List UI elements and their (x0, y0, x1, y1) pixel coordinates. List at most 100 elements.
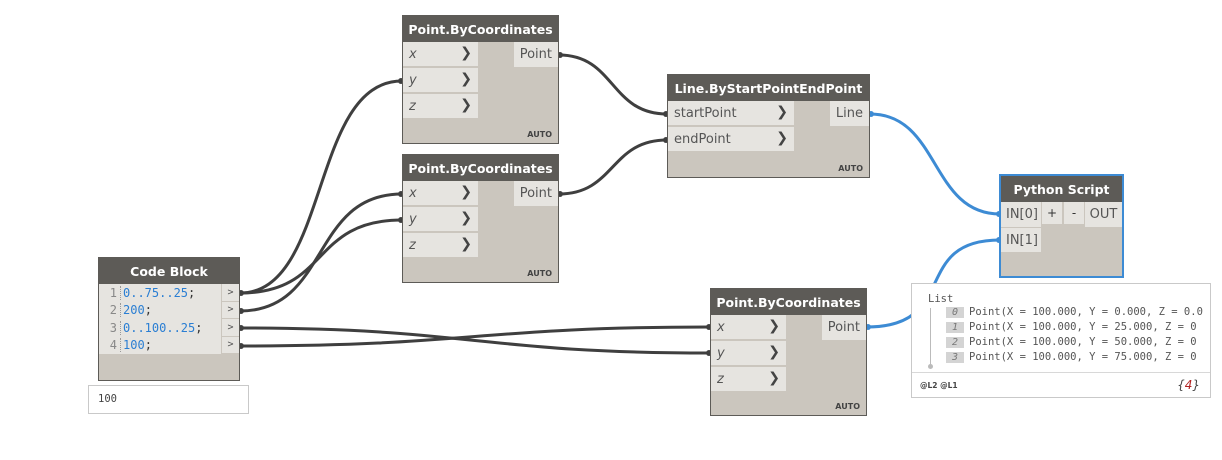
remove-input-button[interactable]: - (1064, 202, 1084, 224)
code-text: 100 (123, 338, 145, 353)
chevron-right-icon: ❯ (776, 130, 788, 146)
item-value: Point(X = 100.000, Y = 75.000, Z = 0 (969, 351, 1197, 363)
port-label: IN[1] (1006, 232, 1038, 248)
brace-close: } (1192, 378, 1200, 392)
chevron-right-icon: ❯ (460, 97, 472, 113)
item-count: {4} (1177, 378, 1200, 392)
input-port-y[interactable]: y❯ (711, 341, 786, 366)
chevron-right-icon: ❯ (460, 45, 472, 61)
chevron-right-icon: ❯ (460, 71, 472, 87)
node-title: Point.ByCoordinates (711, 289, 866, 315)
input-port-y[interactable]: y❯ (403, 207, 478, 232)
python-script-node[interactable]: Python Script IN[0] IN[1] + - OUT (999, 174, 1124, 278)
code-text: 0..75..25 (123, 285, 189, 300)
list-levels: @L2 @L1 (920, 380, 958, 390)
item-value: Point(X = 100.000, Y = 25.000, Z = 0 (969, 321, 1197, 333)
point-by-coordinates-node-top[interactable]: Point.ByCoordinates x❯ y❯ z❯ Point AUTO (402, 15, 559, 144)
brace-open: { (1177, 378, 1185, 392)
wire-code2-to-mid-x[interactable] (239, 192, 403, 313)
wire-code1-to-top-y[interactable] (239, 79, 403, 295)
list-title: List (928, 293, 954, 305)
node-title: Point.ByCoordinates (403, 16, 558, 42)
output-port-point[interactable]: Point (513, 181, 558, 206)
semicolon: ; (188, 285, 196, 300)
semicolon: ; (144, 338, 152, 353)
chevron-right-icon: ❯ (768, 344, 780, 360)
input-port-x[interactable]: x❯ (403, 42, 478, 67)
port-label: x (717, 319, 725, 335)
input-port-z[interactable]: z❯ (403, 94, 478, 119)
port-label: y (717, 345, 725, 361)
input-port-z[interactable]: z❯ (711, 367, 786, 392)
wire-code3-to-bottom-y[interactable] (239, 326, 711, 355)
port-label: y (409, 72, 417, 88)
port-label: z (409, 237, 416, 253)
wire-mid-point-to-endpoint[interactable] (558, 138, 668, 196)
chevron-right-icon: ❯ (768, 318, 780, 334)
port-label: endPoint (674, 131, 731, 147)
input-port-x[interactable]: x❯ (403, 181, 478, 206)
wire-line-to-python-in0[interactable] (869, 112, 1001, 216)
port-label: x (409, 185, 417, 201)
input-port-startpoint[interactable]: startPoint❯ (668, 101, 794, 126)
port-label: z (409, 98, 416, 114)
output-port-4[interactable]: > (221, 336, 239, 354)
input-port-in1[interactable]: IN[1] (1001, 228, 1041, 253)
chevron-right-icon: ❯ (460, 236, 472, 252)
item-index: 2 (946, 336, 964, 348)
output-port-point[interactable]: Point (821, 315, 866, 340)
output-port-point[interactable]: Point (513, 42, 558, 67)
node-title: Line.ByStartPointEndPoint (668, 75, 869, 101)
tree-end-dot (928, 364, 933, 369)
lacing-indicator: AUTO (527, 269, 552, 278)
code-text: 200 (123, 303, 145, 318)
lacing-indicator: AUTO (838, 164, 863, 173)
output-port-line[interactable]: Line (829, 101, 869, 126)
output-port-2[interactable]: > (221, 301, 239, 319)
port-label: IN[0] (1006, 207, 1038, 222)
wire-top-point-to-startpoint[interactable] (558, 53, 668, 116)
port-label: z (717, 371, 724, 387)
node-title: Point.ByCoordinates (403, 155, 558, 181)
output-port-out[interactable]: OUT (1085, 202, 1122, 227)
input-port-z[interactable]: z❯ (403, 233, 478, 258)
code-text: 0..100..25 (123, 320, 196, 335)
chevron-right-icon: ❯ (460, 210, 472, 226)
lacing-indicator: AUTO (835, 402, 860, 411)
input-port-in0[interactable]: IN[0] (1001, 202, 1041, 228)
chevron-right-icon: ❯ (768, 370, 780, 386)
item-value: Point(X = 100.000, Y = 50.000, Z = 0 (969, 336, 1197, 348)
semicolon: ; (195, 320, 203, 335)
semicolon: ; (144, 303, 152, 318)
output-port-3[interactable]: > (221, 319, 239, 337)
tree-line (930, 308, 931, 366)
item-index: 0 (946, 306, 964, 318)
line-number: 2 (99, 303, 121, 318)
input-port-x[interactable]: x❯ (711, 315, 786, 340)
output-port-1[interactable]: > (221, 284, 239, 302)
port-label: x (409, 46, 417, 62)
input-port-endpoint[interactable]: endPoint ❯ (668, 127, 794, 152)
node-title: Code Block (99, 258, 239, 284)
line-number: 3 (99, 320, 121, 335)
add-input-button[interactable]: + (1042, 202, 1062, 224)
wire-code4-to-bottom-x[interactable] (239, 325, 711, 348)
preview-footer: @L2 @L1 {4} (912, 372, 1210, 397)
point-by-coordinates-node-bottom[interactable]: Point.ByCoordinates x❯ y❯ z❯ Point AUTO (710, 288, 867, 416)
line-number: 1 (99, 285, 121, 300)
wire-code1-to-mid-y[interactable] (239, 218, 403, 295)
count-value: 4 (1184, 378, 1193, 392)
preview-value: 100 (98, 393, 117, 405)
chevron-right-icon: ❯ (776, 104, 788, 120)
input-port-y[interactable]: y❯ (403, 68, 478, 93)
line-by-start-point-end-point-node[interactable]: Line.ByStartPointEndPoint startPoint❯ en… (667, 74, 870, 178)
point-by-coordinates-node-middle[interactable]: Point.ByCoordinates x❯ y❯ z❯ Point AUTO (402, 154, 559, 283)
